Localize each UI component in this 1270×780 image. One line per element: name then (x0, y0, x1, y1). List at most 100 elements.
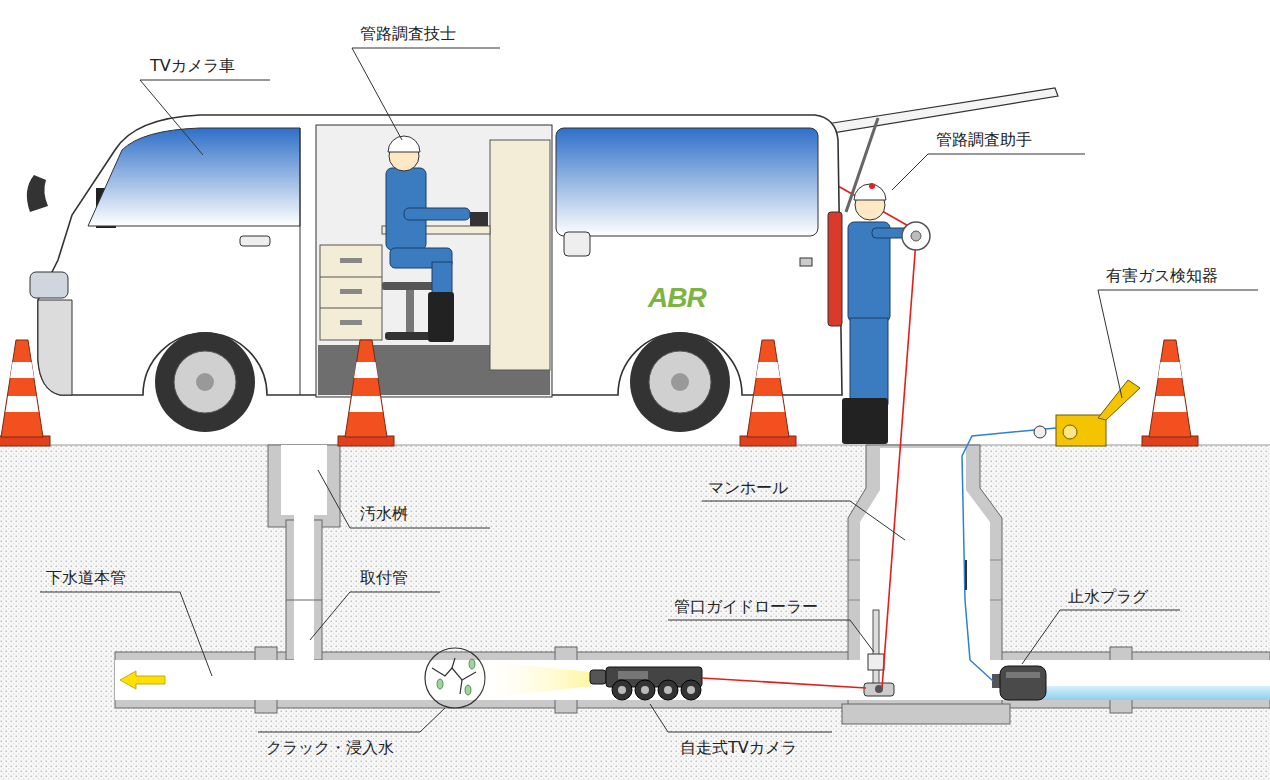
leader-line (318, 470, 490, 528)
leader-line (702, 501, 905, 540)
tv-camera-van (174, 351, 236, 413)
gas-hose (965, 560, 967, 590)
traffic-cone (0, 340, 1198, 446)
technician-figure (404, 208, 470, 220)
tv-camera-van (300, 128, 301, 395)
assistant-figure (869, 183, 875, 189)
cable (702, 678, 866, 688)
callout-label: 管口ガイドローラー (674, 597, 818, 617)
assistant-figure (850, 318, 888, 404)
pipe-interior (115, 660, 1270, 700)
water-plug (1006, 672, 1040, 678)
leader-line (140, 80, 270, 155)
technician-figure (382, 136, 470, 342)
technician-figure (382, 282, 440, 290)
callout-label: 取付管 (360, 568, 408, 588)
crack-symbol (465, 685, 471, 695)
guide-roller (864, 610, 894, 696)
technician-figure (406, 290, 414, 334)
house-inlet (268, 445, 340, 662)
tv-camera-van (564, 232, 590, 256)
manhole (842, 445, 1010, 724)
gas-hose (962, 428, 1056, 681)
crack-symbol (460, 680, 462, 694)
tv-camera (618, 686, 626, 694)
tv-camera-van (27, 88, 1058, 432)
water-plug (992, 674, 1000, 688)
ground (0, 445, 1270, 780)
guide-roller (873, 610, 879, 685)
ground (0, 445, 1270, 780)
tv-camera (472, 660, 592, 700)
tv-camera-van (470, 212, 488, 226)
assistant-figure (854, 184, 886, 200)
tv-camera-van (27, 175, 48, 212)
tv-camera (635, 680, 655, 700)
tv-camera (590, 670, 606, 684)
tv-camera-van (155, 332, 255, 432)
traffic-cone (0, 340, 50, 446)
callout-label: 汚水桝 (360, 504, 408, 524)
tv-camera (658, 680, 678, 700)
tv-camera-van (556, 128, 818, 236)
tv-camera-van (490, 140, 550, 370)
tv-camera (687, 686, 695, 694)
crack-symbol (432, 668, 476, 680)
tv-camera-van (196, 373, 214, 391)
tv-camera-van (320, 245, 382, 340)
callout-label: マンホール (708, 478, 788, 498)
assistant-figure (842, 183, 930, 444)
leader-line (40, 48, 1258, 732)
tv-camera (612, 680, 632, 700)
leader-line (310, 592, 440, 640)
tv-camera-van (320, 277, 382, 278)
gas-detector (1063, 425, 1077, 439)
pipe-interior (115, 448, 1270, 700)
tv-camera-van (800, 258, 812, 266)
callout-label: 止水プラグ (1068, 587, 1148, 607)
crack-symbol (437, 679, 443, 689)
manhole (848, 445, 1002, 706)
tv-camera-van (88, 128, 300, 226)
tv-camera-van (340, 258, 362, 263)
gas-detector (1034, 380, 1140, 446)
callout-label: 管路調査技士 (360, 24, 456, 44)
guide-roller (868, 654, 884, 670)
callout-label: 下水道本管 (46, 568, 126, 588)
tv-camera (618, 671, 648, 679)
pipe-interior (1040, 686, 1270, 700)
assistant-figure (911, 231, 921, 241)
tv-camera-van (649, 351, 711, 413)
callout-label: TVカメラ車 (150, 56, 235, 76)
house-inlet (286, 600, 322, 601)
callout-label: 管路調査助手 (936, 130, 1032, 150)
gas-detector (1056, 415, 1106, 446)
leader-line (40, 592, 212, 676)
tv-camera-van (316, 125, 552, 397)
callout-label: クラック・浸入水 (266, 738, 394, 758)
tv-camera-van (240, 236, 270, 246)
tv-camera (681, 680, 701, 700)
tv-camera (641, 686, 649, 694)
tv-camera-van (340, 320, 362, 325)
sewer-pipe (115, 652, 1270, 708)
leader-line (668, 620, 874, 652)
technician-figure (385, 332, 435, 340)
water-plug (1000, 666, 1046, 700)
technician-figure (388, 136, 420, 152)
tv-camera-van (38, 300, 72, 395)
logo-text: ABR (648, 288, 706, 308)
tv-camera-van (820, 88, 1058, 134)
assistant-figure (902, 222, 930, 250)
pipe-interior (860, 448, 990, 700)
leader-line (892, 154, 1085, 190)
tv-camera-van (630, 332, 730, 432)
tv-camera (472, 660, 702, 700)
technician-figure (428, 292, 454, 342)
tv-camera-van (320, 308, 382, 309)
callout-label: 有害ガス検知器 (1106, 266, 1218, 286)
guide-roller (864, 683, 894, 696)
tv-camera-van (828, 212, 842, 326)
